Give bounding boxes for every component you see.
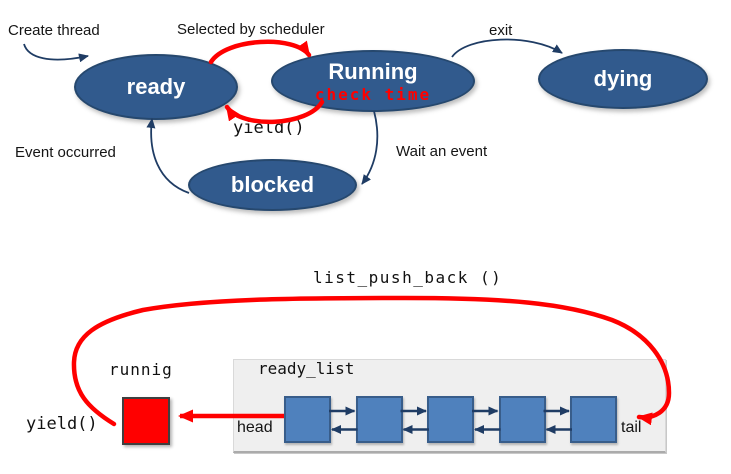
yield-call-label: yield() — [26, 414, 98, 434]
state-dying: dying — [538, 49, 708, 109]
yield-transition-label: yield() — [233, 118, 305, 138]
create-thread-label: Create thread — [8, 22, 100, 39]
state-dying-label: dying — [593, 66, 653, 91]
head-label: head — [237, 419, 273, 436]
list-node — [498, 396, 546, 443]
ready-list-title: ready_list — [258, 359, 355, 378]
list-node — [570, 396, 617, 443]
list-push-back-title: list_push_back () — [313, 268, 503, 287]
exit-label: exit — [489, 22, 513, 39]
event-occurred-arrow — [146, 118, 190, 194]
state-blocked: blocked — [188, 159, 357, 211]
create-thread-arrow — [23, 43, 89, 63]
list-node — [284, 396, 331, 443]
wait-event-arrow — [361, 110, 379, 185]
check-time-note: check time — [314, 84, 432, 104]
scheduler-select-arrow — [208, 39, 312, 65]
state-running: Running check time — [271, 50, 475, 112]
list-node — [355, 396, 403, 443]
selected-by-scheduler-label: Selected by scheduler — [177, 21, 325, 38]
exit-arrow — [451, 38, 563, 58]
running-box-label: runnig — [109, 360, 173, 379]
list-node — [427, 396, 474, 443]
state-blocked-label: blocked — [230, 172, 315, 197]
wait-an-event-label: Wait an event — [396, 143, 488, 160]
state-ready-label: ready — [126, 74, 186, 99]
running-thread-square — [122, 397, 170, 445]
state-ready: ready — [74, 54, 238, 120]
tail-label: tail — [621, 419, 642, 436]
state-running-label: Running — [328, 58, 418, 84]
event-occurred-label: Event occurred — [15, 144, 116, 161]
